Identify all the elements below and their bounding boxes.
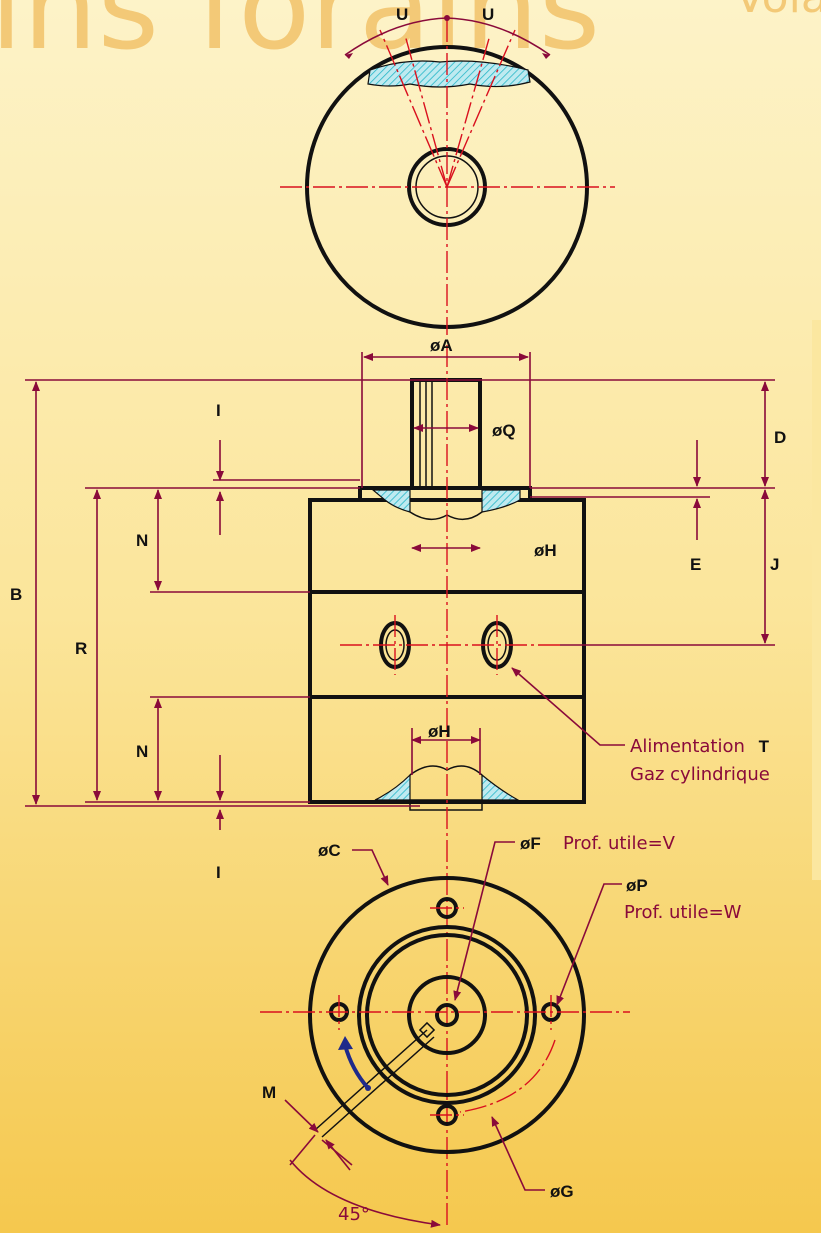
label-prof-v: Prof. utile=V bbox=[563, 833, 676, 854]
label-r: R bbox=[75, 639, 87, 658]
feed-note-t: T bbox=[759, 737, 770, 756]
label-dia-h-bottom: øH bbox=[428, 722, 451, 741]
feed-note-line1: Alimentation T bbox=[630, 736, 770, 757]
label-dia-g: øG bbox=[550, 1182, 574, 1201]
top-view: U U bbox=[280, 5, 615, 335]
label-prof-w: Prof. utile=W bbox=[624, 902, 742, 923]
label-j: J bbox=[770, 555, 779, 574]
watermark-corner-text: Vola bbox=[735, 0, 821, 23]
label-m: M bbox=[262, 1083, 276, 1102]
label-i-top: I bbox=[216, 401, 221, 420]
label-n-bottom: N bbox=[136, 742, 148, 761]
label-b: B bbox=[10, 585, 22, 604]
label-n-top: N bbox=[136, 531, 148, 550]
right-edge-band bbox=[812, 320, 821, 880]
dimensions: øA øQ øH øH B R N N bbox=[10, 336, 786, 882]
label-angle-45: 45° bbox=[338, 1204, 370, 1225]
label-e: E bbox=[690, 555, 701, 574]
bottom-view bbox=[260, 876, 630, 1154]
watermark-text: ins forains bbox=[0, 0, 600, 76]
label-d: D bbox=[774, 428, 786, 447]
side-view bbox=[308, 345, 586, 1225]
label-dia-p: øP bbox=[626, 876, 648, 895]
label-u-right: U bbox=[482, 5, 494, 24]
bottom-dimensions: øC øF Prof. utile=V øP Prof. utile=W øG … bbox=[262, 833, 742, 1228]
label-dia-q: øQ bbox=[492, 421, 516, 440]
label-dia-c: øC bbox=[318, 841, 341, 860]
label-dia-h-top: øH bbox=[534, 541, 557, 560]
feed-note-line2: Gaz cylindrique bbox=[630, 764, 770, 785]
label-u-left: U bbox=[396, 5, 408, 24]
label-dia-a: øA bbox=[430, 336, 453, 355]
label-i-bottom: I bbox=[216, 863, 221, 882]
label-dia-f: øF bbox=[520, 834, 541, 853]
